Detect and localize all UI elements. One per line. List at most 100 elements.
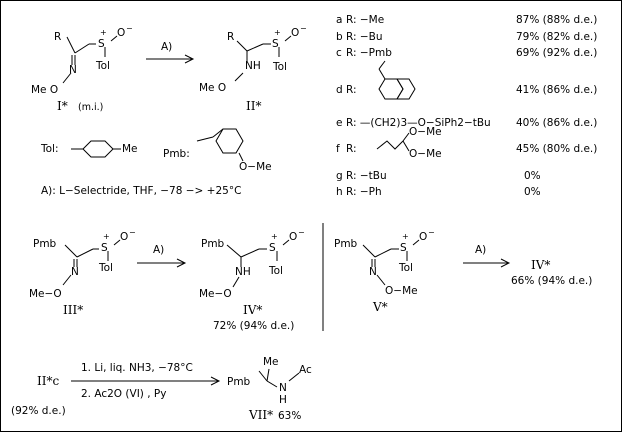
pr4-bond	[288, 372, 300, 382]
pr3-label: IV*	[531, 258, 551, 272]
row-a-key: a	[336, 14, 343, 26]
row-g-r: R: −tBu	[346, 170, 387, 182]
row-h-key: h	[336, 186, 343, 198]
naph-bond	[378, 68, 386, 80]
pr1-bond	[236, 40, 248, 52]
pr1-bond	[246, 43, 264, 52]
pr4-Pmb: Pmb	[227, 376, 251, 388]
pr2-bond	[240, 248, 260, 258]
row-b-key: b	[336, 31, 343, 43]
row-h-r: R: −Ph	[346, 186, 382, 198]
f-ome-bottom: O−Me	[409, 148, 442, 160]
f-chain	[376, 140, 404, 150]
pmb-bond	[238, 152, 244, 162]
row-e-yield: 40% (86% d.e.)	[516, 117, 598, 129]
pr2-MeO: Me−O	[199, 288, 232, 300]
row-a-r: R: −Me	[346, 14, 385, 26]
row-e-r: R: —(CH2)3—O−SiPh2−tBu	[346, 117, 491, 129]
sm3-bond	[362, 244, 376, 258]
sm2-bond	[62, 274, 72, 286]
f-bond	[402, 132, 410, 142]
sm1-bond	[74, 43, 90, 54]
sm2-N: N	[71, 266, 79, 278]
sm1-O: O	[117, 27, 126, 39]
sm1-bond	[62, 72, 72, 84]
tol-label: Tol:	[41, 143, 59, 155]
arrow-1-label: A)	[161, 41, 173, 53]
pr2-Tol: Tol	[269, 265, 283, 277]
pr1-bond	[234, 72, 244, 82]
pr1-MeO: Me O	[199, 82, 227, 94]
row-d-key: d	[336, 84, 343, 96]
pr1-S: S	[272, 38, 279, 50]
cond-2: 2. Ac2O (VI) , Py	[81, 388, 167, 400]
f-ome-top: O−Me	[409, 126, 442, 138]
pr2-yield: 72% (94% d.e.)	[213, 320, 295, 332]
pr2-plus: +	[271, 232, 278, 241]
pr2-label: IV*	[243, 303, 263, 317]
pr4-bond	[258, 370, 268, 382]
pr1-bond	[284, 35, 292, 42]
sm3-O: O	[419, 231, 428, 243]
arrow-2-label: A)	[153, 244, 165, 256]
row-b-r: R: −Bu	[346, 31, 383, 43]
pr4-Me: Me	[263, 356, 279, 368]
sm2-minus: −	[129, 228, 136, 237]
sm3-minus: −	[428, 228, 435, 237]
sm4-de: (92% d.e.)	[11, 405, 66, 417]
sm2-Pmb: Pmb	[33, 238, 57, 250]
arrow-1-head	[184, 54, 195, 64]
row-h-yield: 0%	[524, 186, 541, 198]
pr4-N: N	[279, 382, 287, 394]
sm3-bond	[412, 239, 420, 246]
sm3-plus: +	[402, 232, 409, 241]
sm3-Tol: Tol	[399, 262, 413, 274]
row-a-yield: 87% (88% d.e.)	[516, 14, 598, 26]
sm1-N: N	[69, 64, 77, 76]
sm1-R: R	[54, 31, 62, 43]
pmb-ome: O−Me	[239, 161, 272, 173]
pr2-O: O	[289, 231, 298, 243]
naph-ring-2	[396, 78, 416, 100]
pr2-Pmb: Pmb	[201, 238, 225, 250]
row-c-key: c	[336, 47, 342, 59]
pr2-bond	[232, 276, 240, 288]
sm3-OMe: O−Me	[385, 285, 418, 297]
row-f-key: f	[336, 143, 340, 155]
pr2-bond	[226, 244, 242, 258]
pmb-bond	[196, 136, 214, 142]
row-f-r: R:	[346, 143, 357, 155]
conditions: A): L−Selectride, THF, −78 −> +25°C	[41, 185, 242, 197]
row-f-yield: 45% (80% d.e.)	[516, 143, 598, 155]
pr2-minus: −	[298, 228, 305, 237]
sm3-bond	[376, 274, 386, 286]
sm2-O: O	[120, 231, 129, 243]
sm2-S: S	[101, 242, 108, 254]
sm3-bond	[374, 248, 392, 258]
sm2-plus: +	[103, 232, 110, 241]
cond-1: 1. Li, liq. NH3, −78°C	[81, 362, 193, 374]
sm1-MeO: Me O	[31, 84, 59, 96]
arrow-2-head	[176, 258, 187, 268]
row-g-key: g	[336, 170, 343, 182]
pr1-R: R	[227, 31, 235, 43]
tol-ring	[82, 140, 114, 158]
sm3-N: N	[369, 266, 377, 278]
sm2-Tol: Tol	[99, 262, 113, 274]
pr3-yield: 66% (94% d.e.)	[511, 275, 593, 287]
tol-me: Me	[122, 143, 138, 155]
arrow-3-label: A)	[475, 244, 487, 256]
sm1-Tol: Tol	[96, 60, 110, 72]
pr2-NH: NH	[235, 266, 251, 278]
pr1-O: O	[291, 27, 300, 39]
row-d-yield: 41% (86% d.e.)	[516, 84, 598, 96]
sm2-label: III*	[63, 303, 84, 317]
pmb-ring	[215, 128, 244, 154]
pr2-bond	[282, 239, 290, 246]
pr1-label: II*	[246, 99, 262, 113]
pr1-Tol: Tol	[273, 61, 287, 73]
sm3-label: V*	[373, 300, 388, 314]
f-bond	[402, 140, 410, 152]
